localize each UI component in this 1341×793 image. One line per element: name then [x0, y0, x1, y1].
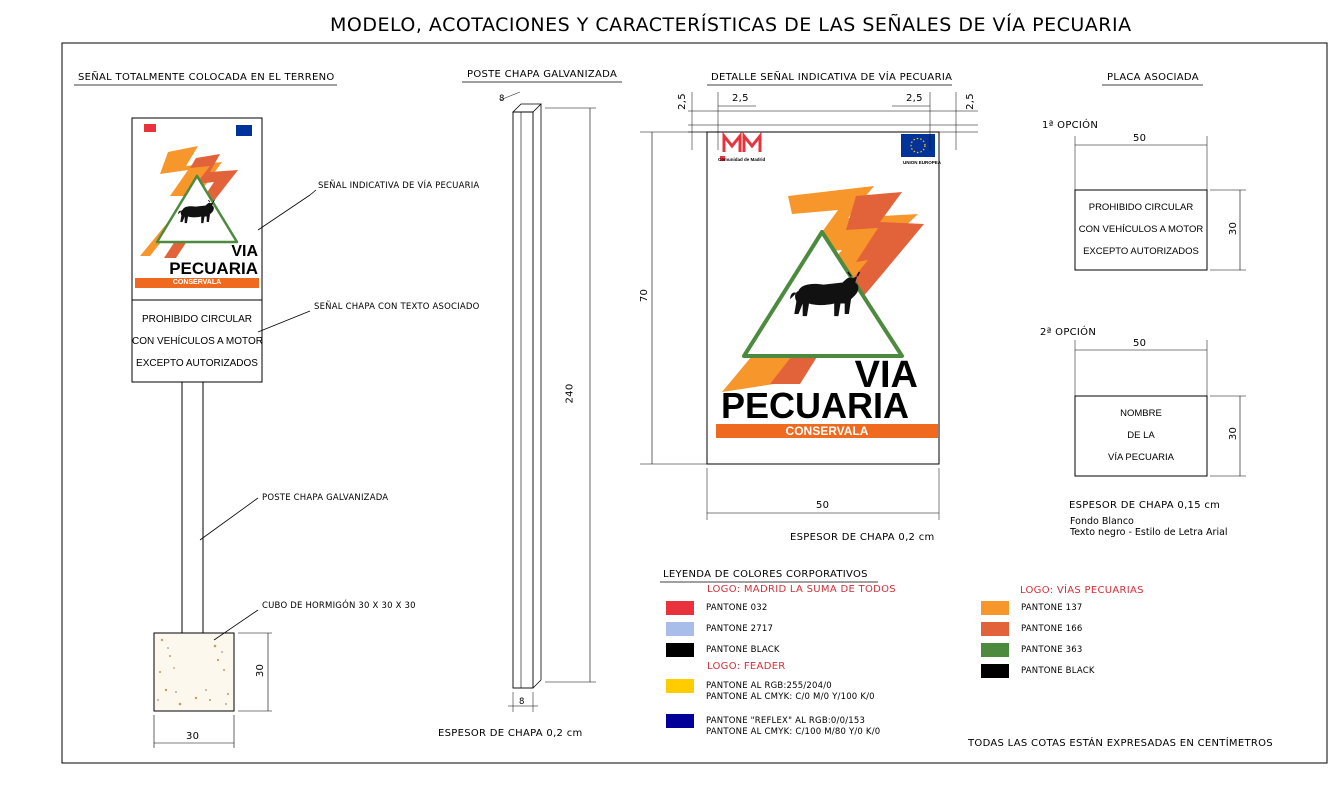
legend-label-vias-2: PANTONE 363	[1021, 645, 1083, 655]
eu-logo-text: UNION EUROPEA	[903, 160, 942, 165]
installed-sign-graphic	[131, 117, 317, 748]
plate1-line3: EXCEPTO AUTORIZADOS	[1083, 246, 1199, 257]
callout-cube: CUBO DE HORMIGÓN 30 X 30 X 30	[262, 601, 416, 611]
legend-swatch-feader-0	[666, 679, 694, 693]
dim-margin-top-right: 2,5	[964, 93, 976, 110]
dim-margin-left: 2,5	[732, 93, 749, 104]
page-title: MODELO, ACOTACIONES Y CARACTERÍSTICAS DE…	[330, 14, 1132, 36]
detail-sign-line2: PECUARIA	[720, 385, 909, 426]
legend-label-vias-3: PANTONE BLACK	[1021, 666, 1095, 676]
dim-cube-width: 30	[186, 731, 200, 742]
legend-label-vias-0: PANTONE 137	[1021, 603, 1083, 613]
legend-group-vias: LOGO: VÍAS PECUARIAS	[1020, 585, 1144, 596]
dim-plate2-height: 30	[1228, 426, 1240, 441]
legend-swatch-vias-1	[981, 622, 1009, 636]
plate-note-text: Texto negro - Estilo de Letra Arial	[1070, 527, 1228, 538]
legend-swatch-feader-1	[666, 714, 694, 728]
option1-label: 1ª OPCIÓN	[1042, 120, 1099, 131]
section-title-plate: PLACA ASOCIADA	[1107, 72, 1199, 83]
legend-label-vias-1: PANTONE 166	[1021, 624, 1083, 634]
dim-margin-top-left: 2,5	[676, 93, 688, 110]
section-title-detail: DETALLE SEÑAL INDICATIVA DE VÍA PECUARIA	[711, 72, 953, 83]
legend-swatch-madrid-1	[666, 622, 694, 636]
plate2-line1: NOMBRE	[1120, 408, 1162, 419]
legend-label-madrid-1: PANTONE 2717	[706, 624, 774, 634]
plate-note-bg: Fondo Blanco	[1070, 516, 1134, 527]
option2-label: 2ª OPCIÓN	[1040, 327, 1097, 338]
legend-label-madrid-2: PANTONE BLACK	[706, 645, 780, 655]
plate2-line3: VÍA PECUARIA	[1108, 452, 1174, 463]
plate1-line2: CON VEHÍCULOS A MOTOR	[1078, 224, 1204, 235]
legend-label-madrid-0: PANTONE 032	[706, 603, 768, 613]
legend-label2-feader-0: PANTONE AL CMYK: C/0 M/0 Y/100 K/0	[706, 692, 875, 702]
callout-post: POSTE CHAPA GALVANIZADA	[262, 493, 389, 503]
footer-note: TODAS LAS COTAS ESTÁN EXPRESADAS EN CENT…	[968, 738, 1273, 749]
legend-swatch-vias-3	[981, 664, 1009, 678]
installed-plate-line1: PROHIBIDO CIRCULAR	[141, 314, 252, 325]
legend-swatch-madrid-2	[666, 643, 694, 657]
madrid-logo-text: Comunidad de Madrid	[718, 157, 766, 162]
dim-post-width: 8	[519, 697, 525, 707]
installed-sign-line1: VIA	[231, 243, 258, 260]
detail-thickness: ESPESOR DE CHAPA 0,2 cm	[790, 532, 935, 543]
plate-options-graphic	[1074, 136, 1246, 477]
legend-label2-feader-1: PANTONE AL CMYK: C/100 M/80 Y/0 K/0	[706, 727, 881, 737]
legend-group-feader: LOGO: FEADER	[707, 661, 786, 672]
legend-label-feader-1: PANTONE "REFLEX" AL RGB:0/0/153	[706, 716, 866, 726]
callout-sign: SEÑAL INDICATIVA DE VÍA PECUARIA	[318, 181, 480, 191]
plate2-line2: DE LA	[1127, 430, 1155, 441]
plate1-line1: PROHIBIDO CIRCULAR	[1088, 202, 1194, 213]
section-title-post: POSTE CHAPA GALVANIZADA	[467, 69, 618, 80]
dim-cube-height: 30	[255, 663, 267, 678]
dim-sign-width: 50	[816, 500, 830, 511]
detail-sign-band: CONSERVALA	[785, 424, 869, 438]
dim-post-height: 240	[564, 383, 576, 404]
installed-sign-line2: PECUARIA	[169, 259, 258, 278]
dim-sign-height: 70	[639, 288, 651, 303]
detail-sign-graphic	[640, 92, 978, 520]
section-title-installed: SEÑAL TOTALMENTE COLOCADA EN EL TERRENO	[78, 72, 335, 83]
legend-group-madrid: LOGO: MADRID LA SUMA DE TODOS	[707, 584, 896, 595]
dim-plate1-height: 30	[1228, 221, 1240, 236]
dim-post-top: 8	[499, 94, 505, 104]
legend-swatch-madrid-0	[666, 601, 694, 615]
plate-thickness: ESPESOR DE CHAPA 0,15 cm	[1069, 500, 1221, 511]
legend-label-feader-0: PANTONE AL RGB:255/204/0	[706, 681, 832, 691]
legend-swatch-vias-0	[981, 601, 1009, 615]
post-thickness: ESPESOR DE CHAPA 0,2 cm	[438, 728, 583, 739]
post-detail-graphic	[499, 91, 596, 712]
callout-plate: SEÑAL CHAPA CON TEXTO ASOCIADO	[314, 302, 480, 312]
dim-margin-right: 2,5	[906, 93, 923, 104]
dim-plate2-width: 50	[1133, 338, 1147, 349]
legend-title: LEYENDA DE COLORES CORPORATIVOS	[663, 569, 868, 580]
dim-plate1-width: 50	[1133, 133, 1147, 144]
installed-plate-line2: CON VEHÍCULOS A MOTOR	[132, 336, 263, 347]
detail-sign-line1: VIA	[854, 354, 918, 396]
legend-swatch-vias-2	[981, 643, 1009, 657]
installed-plate-line3: EXCEPTO AUTORIZADOS	[136, 358, 258, 369]
installed-sign-band: CONSERVALA	[172, 279, 222, 286]
